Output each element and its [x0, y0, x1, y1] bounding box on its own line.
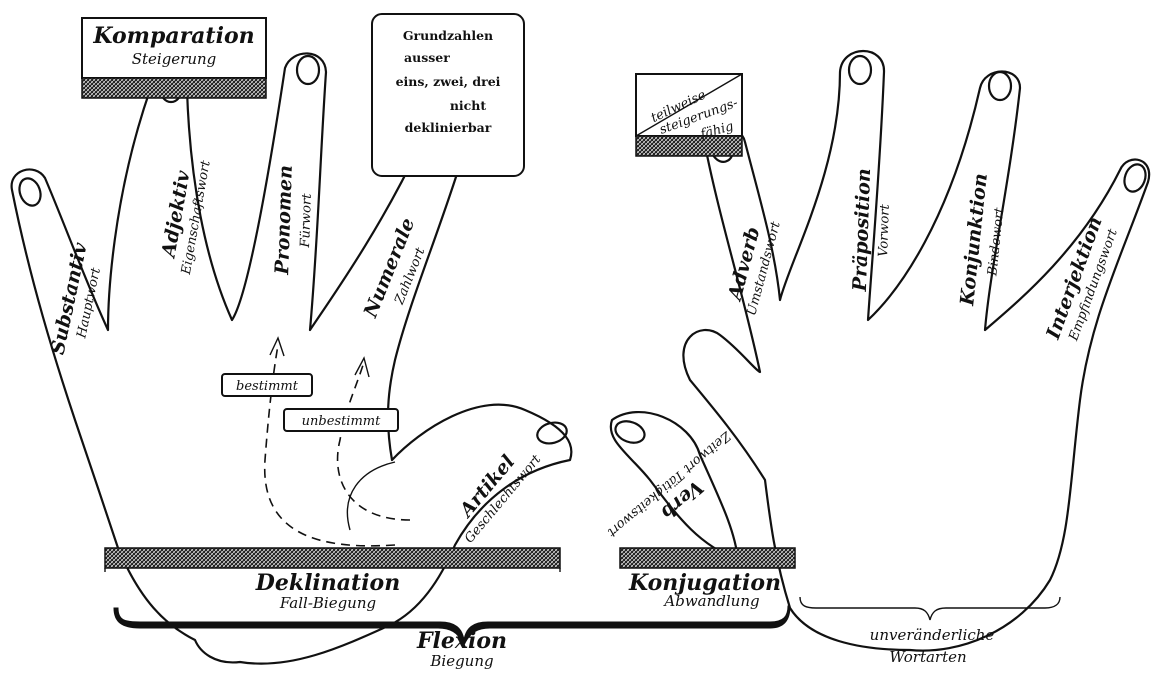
finger-praeposition-sub: Vorwort	[876, 203, 893, 257]
finger-konjunktion-sub: Bindewort	[985, 206, 1007, 277]
grundzahlen-line1: Grundzahlen	[403, 28, 493, 43]
tag-unbestimmt: unbestimmt	[284, 409, 398, 431]
tag-bestimmt-label: bestimmt	[236, 379, 299, 394]
unveraenderlich-group: unveränderliche Wortarten	[800, 597, 1060, 666]
tag-bestimmt: bestimmt	[222, 374, 312, 396]
deklination-bar	[105, 548, 560, 568]
komparation-sub: Steigerung	[132, 50, 217, 68]
unveraenderlich-brace	[800, 597, 1060, 620]
grundzahlen-line2: ausser	[404, 50, 450, 65]
finger-praeposition-name: Präposition	[849, 168, 875, 293]
grundzahlen-line4: nicht	[450, 98, 487, 113]
tag-unbestimmt-label: unbestimmt	[302, 414, 381, 429]
konjugation-group: Konjugation Abwandlung	[620, 548, 795, 610]
finger-konjunktion: Konjunktion Bindewort	[956, 172, 1011, 309]
finger-verb-sub: Zeitwort Tätigkeitswort	[604, 427, 734, 540]
teilweise-box: teilweise steigerungs- fähig	[636, 74, 742, 156]
komparation-title: Komparation	[92, 23, 254, 49]
deklination-sub: Fall-Biegung	[279, 594, 376, 612]
finger-substantiv: Substantiv Hauptwort	[47, 240, 109, 360]
deklination-title: Deklination	[255, 570, 400, 596]
finger-numerale: Numerale Zahlwort	[359, 215, 437, 329]
finger-labels: Substantiv Hauptwort Adjektiv Eigenschaf…	[47, 155, 1123, 559]
grundzahlen-box: Grundzahlen ausser eins, zwei, drei nich…	[372, 14, 524, 176]
finger-pronomen: Pronomen Fürwort	[271, 165, 316, 277]
grundzahlen-line3: eins, zwei, drei	[396, 74, 501, 89]
finger-konjunktion-name: Konjunktion	[956, 172, 992, 307]
flexion-title: Flexion	[416, 628, 507, 654]
finger-pronomen-sub: Fürwort	[298, 193, 315, 249]
article-arrows	[265, 338, 410, 546]
konjugation-sub: Abwandlung	[662, 592, 759, 610]
konjugation-bar	[620, 548, 795, 568]
finger-pronomen-name: Pronomen	[271, 165, 297, 276]
grundzahlen-line5: deklinierbar	[405, 120, 492, 135]
unveraenderlich-line1: unveränderliche	[870, 626, 995, 644]
deklination-group: Deklination Fall-Biegung	[105, 548, 560, 612]
komparation-box: Komparation Steigerung	[82, 18, 266, 98]
flexion-sub: Biegung	[429, 652, 493, 670]
finger-adjektiv: Adjektiv Eigenschaftswort	[155, 155, 214, 277]
finger-verb: Verb Zeitwort Tätigkeitswort	[604, 427, 750, 558]
finger-artikel: Artikel Geschlechtswort	[444, 436, 545, 546]
unveraenderlich-line2: Wortarten	[889, 648, 966, 666]
